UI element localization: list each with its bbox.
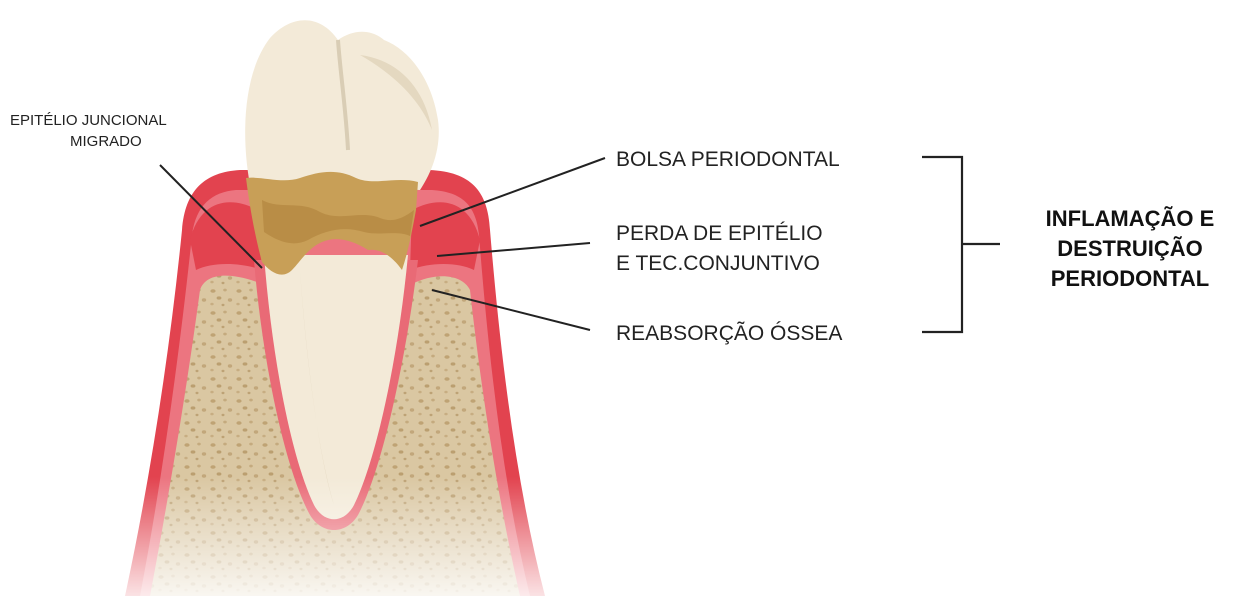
label-result-line2: DESTRUIÇÃO (1057, 236, 1202, 261)
label-result-line3: PERIODONTAL (1051, 266, 1209, 291)
label-epithelium-line1: PERDA DE EPITÉLIO (616, 222, 823, 245)
grouping-bracket (922, 157, 1000, 332)
label-result-line1: INFLAMAÇÃO E (1046, 206, 1215, 231)
label-junctional-line2: MIGRADO (70, 133, 142, 150)
label-epithelium-line2: E TEC.CONJUNTIVO (616, 252, 820, 275)
label-junctional-line1: EPITÉLIO JUNCIONAL (10, 112, 167, 129)
label-pocket: BOLSA PERIODONTAL (616, 148, 840, 171)
label-resorption: REABSORÇÃO ÓSSEA (616, 321, 842, 345)
bottom-fade (100, 0, 580, 596)
